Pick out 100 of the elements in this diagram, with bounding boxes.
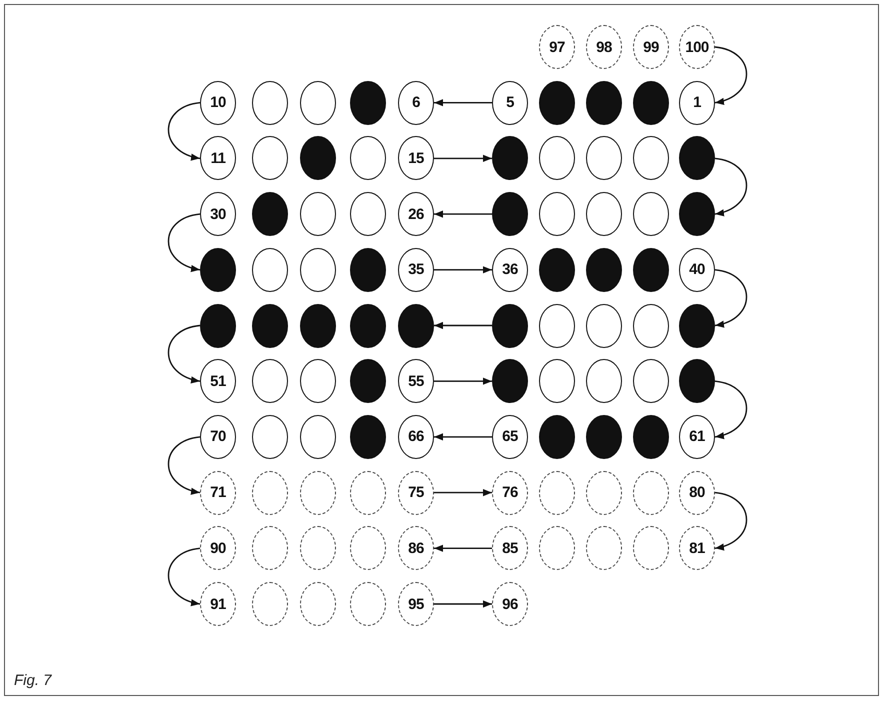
numbered-oval: 81 — [679, 526, 715, 570]
arrow — [434, 544, 492, 552]
empty-oval — [252, 80, 288, 125]
empty-oval — [300, 414, 336, 459]
numbered-oval: 86 — [398, 526, 434, 570]
filled-oval — [539, 80, 575, 125]
empty-oval — [586, 359, 622, 404]
filled-oval — [492, 359, 528, 404]
filled-oval — [586, 414, 622, 459]
arrow — [434, 210, 492, 218]
empty-oval — [633, 192, 669, 236]
filled-oval — [633, 414, 669, 459]
numbered-oval: 76 — [492, 470, 528, 515]
empty-oval — [633, 359, 669, 404]
empty-oval — [586, 304, 622, 348]
numbered-oval: 71 — [200, 470, 236, 515]
numbered-oval: 99 — [633, 25, 669, 69]
arrow — [168, 213, 200, 272]
filled-oval — [679, 192, 715, 236]
numbered-oval: 15 — [398, 136, 434, 180]
empty-oval — [586, 136, 622, 180]
filled-oval — [586, 80, 622, 125]
empty-oval — [539, 304, 575, 348]
arrow — [714, 46, 748, 104]
numbered-oval: 1 — [679, 80, 715, 125]
empty-oval — [300, 80, 336, 125]
figure-caption: Fig. 7 — [14, 672, 52, 689]
numbered-oval: 6 — [398, 80, 434, 125]
empty-oval — [633, 304, 669, 348]
numbered-oval: 75 — [398, 470, 434, 515]
empty-oval — [350, 136, 386, 180]
filled-oval — [539, 248, 575, 292]
filled-oval — [398, 304, 434, 348]
filled-oval — [586, 248, 622, 292]
empty-oval — [539, 136, 575, 180]
numbered-oval: 66 — [398, 414, 434, 459]
numbered-oval: 40 — [679, 248, 715, 292]
filled-oval — [252, 304, 288, 348]
empty-oval — [252, 359, 288, 404]
filled-oval — [350, 304, 386, 348]
filled-oval — [350, 359, 386, 404]
numbered-oval: 96 — [492, 582, 528, 626]
empty-oval — [300, 248, 336, 292]
filled-oval — [679, 136, 715, 180]
numbered-oval: 90 — [200, 526, 236, 570]
empty-oval — [252, 248, 288, 292]
empty-oval — [300, 192, 336, 236]
filled-oval — [252, 192, 288, 236]
arrow — [714, 158, 748, 216]
arrow — [434, 266, 492, 274]
arrow — [168, 324, 200, 383]
numbered-oval: 70 — [200, 414, 236, 459]
numbered-oval: 65 — [492, 414, 528, 459]
arrow — [434, 489, 492, 496]
numbered-oval: 36 — [492, 248, 528, 292]
filled-oval — [350, 80, 386, 125]
numbered-oval: 61 — [679, 414, 715, 459]
numbered-oval: 97 — [539, 25, 575, 69]
numbered-oval: 5 — [492, 80, 528, 125]
filled-oval — [492, 192, 528, 236]
empty-oval — [252, 136, 288, 180]
arrow — [434, 378, 492, 385]
arrow — [168, 102, 200, 160]
numbered-oval: 100 — [679, 25, 715, 69]
empty-oval — [252, 414, 288, 459]
arrow — [168, 436, 200, 494]
filled-oval — [200, 248, 236, 292]
empty-oval — [539, 359, 575, 404]
arrow — [168, 548, 200, 606]
filled-oval — [300, 136, 336, 180]
numbered-oval: 26 — [398, 192, 434, 236]
filled-oval — [633, 248, 669, 292]
filled-oval — [350, 414, 386, 459]
filled-oval — [679, 359, 715, 404]
empty-oval — [633, 136, 669, 180]
numbered-oval: 10 — [200, 80, 236, 125]
numbered-oval: 55 — [398, 359, 434, 404]
filled-oval — [492, 304, 528, 348]
filled-oval — [492, 136, 528, 180]
arrow — [714, 269, 748, 327]
arrow — [714, 492, 748, 550]
filled-oval — [300, 304, 336, 348]
empty-oval — [586, 192, 622, 236]
numbered-oval: 85 — [492, 526, 528, 570]
numbered-oval: 11 — [200, 136, 236, 180]
numbered-oval: 80 — [679, 470, 715, 515]
numbered-oval: 98 — [586, 25, 622, 69]
numbered-oval: 91 — [200, 582, 236, 626]
arrow — [434, 99, 492, 106]
numbered-oval: 35 — [398, 248, 434, 292]
arrow — [714, 380, 748, 438]
filled-oval — [633, 80, 669, 125]
arrow — [434, 600, 492, 608]
arrow — [434, 322, 492, 330]
arrow — [434, 433, 492, 440]
arrow — [434, 154, 492, 162]
empty-oval — [350, 192, 386, 236]
numbered-oval: 51 — [200, 359, 236, 404]
filled-oval — [200, 304, 236, 348]
filled-oval — [679, 304, 715, 348]
